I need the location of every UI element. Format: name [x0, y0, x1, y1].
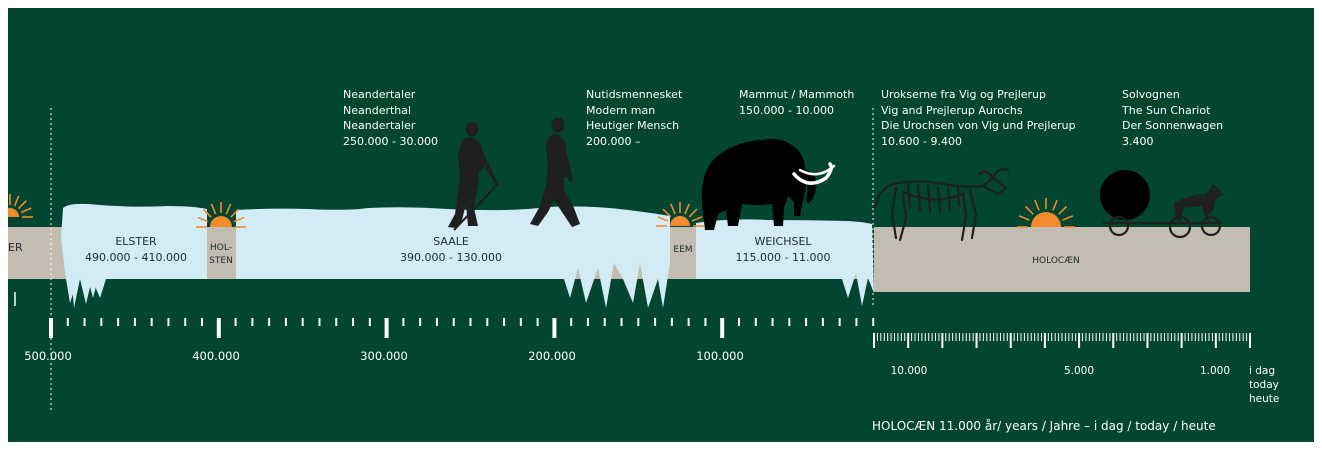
sun-icon — [1017, 198, 1075, 227]
timeline-ticks-left — [51, 318, 873, 338]
svg-text:150.000 - 10.000: 150.000 - 10.000 — [739, 104, 834, 117]
tick-label: 10.000 — [891, 365, 928, 377]
svg-text:Heutiger Mensch: Heutiger Mensch — [586, 119, 679, 132]
era-holocaen-name: HOLOCÆN — [1032, 256, 1079, 266]
svg-text:Neandertaler: Neandertaler — [343, 119, 416, 132]
timeline-ticks-right — [874, 333, 1250, 348]
tick-label: 1.000 — [1200, 365, 1230, 377]
mammoth-silhouette — [702, 139, 817, 230]
tick-label: 500.000 — [24, 349, 72, 363]
annotation-sun-chariot: Solvognen The Sun Chariot Der Sonnenwage… — [1121, 88, 1223, 148]
era-prev-fragment: ER — [8, 241, 23, 254]
era-holsten-line1: HOL- — [210, 243, 232, 253]
svg-text:Urokserne fra Vig og Prejlerup: Urokserne fra Vig og Prejlerup — [881, 88, 1046, 101]
timeline-diagram: ER ELSTER 490.000 - 410.000 HOL- STEN SA… — [8, 8, 1314, 442]
tick-label: 5.000 — [1064, 365, 1094, 377]
tick-label: 300.000 — [360, 349, 408, 363]
svg-text:Nutidsmennesket: Nutidsmennesket — [586, 88, 683, 101]
svg-text:Neanderthal: Neanderthal — [343, 104, 411, 117]
tick-label: 200.000 — [528, 349, 576, 363]
today-label: heute — [1249, 393, 1279, 405]
svg-text:Modern man: Modern man — [586, 104, 655, 117]
timeline-panel: ER ELSTER 490.000 - 410.000 HOL- STEN SA… — [8, 8, 1314, 442]
svg-text:Die Urochsen von Vig und Prejl: Die Urochsen von Vig und Prejlerup — [881, 119, 1076, 132]
svg-text:200.000 –: 200.000 – — [586, 135, 640, 148]
svg-text:Der Sonnenwagen: Der Sonnenwagen — [1122, 119, 1223, 132]
era-saale-range: 390.000 - 130.000 — [400, 251, 502, 264]
era-holsten-line2: STEN — [209, 256, 233, 266]
era-saale-name: SAALE — [433, 235, 469, 248]
svg-text:Vig and Prejlerup Aurochs: Vig and Prejlerup Aurochs — [881, 104, 1023, 117]
sun-icon — [8, 194, 33, 217]
svg-text:The Sun Chariot: The Sun Chariot — [1121, 104, 1211, 117]
today-label: today — [1249, 379, 1279, 391]
era-weichsel-range: 115.000 - 11.000 — [736, 251, 831, 264]
tick-label: 400.000 — [192, 349, 240, 363]
era-elster-name: ELSTER — [115, 235, 157, 248]
annotation-aurochs: Urokserne fra Vig og Prejlerup Vig and P… — [881, 88, 1076, 148]
svg-text:Solvognen: Solvognen — [1122, 88, 1180, 101]
svg-text:10.600 - 9.400: 10.600 - 9.400 — [881, 135, 962, 148]
annotation-modern-man: Nutidsmennesket Modern man Heutiger Mens… — [586, 88, 683, 148]
sun-chariot-icon — [1100, 170, 1222, 237]
holocene-caption: HOLOCÆN 11.000 år/ years / Jahre – i dag… — [872, 419, 1216, 433]
svg-text:3.400: 3.400 — [1122, 135, 1154, 148]
era-weichsel-name: WEICHSEL — [754, 235, 812, 248]
annotation-neanderthal: Neandertaler Neanderthal Neandertaler 25… — [343, 88, 438, 148]
holsten-patch — [207, 227, 236, 279]
annotation-mammoth: Mammut / Mammoth 150.000 - 10.000 — [739, 88, 854, 117]
svg-text:Mammut / Mammoth: Mammut / Mammoth — [739, 88, 854, 101]
era-elster-range: 490.000 - 410.000 — [85, 251, 187, 264]
svg-text:250.000 - 30.000: 250.000 - 30.000 — [343, 135, 438, 148]
today-label: i dag — [1249, 365, 1275, 377]
svg-text:Neandertaler: Neandertaler — [343, 88, 416, 101]
tick-label: 100.000 — [696, 349, 744, 363]
era-eem-name: EEM — [673, 245, 692, 255]
